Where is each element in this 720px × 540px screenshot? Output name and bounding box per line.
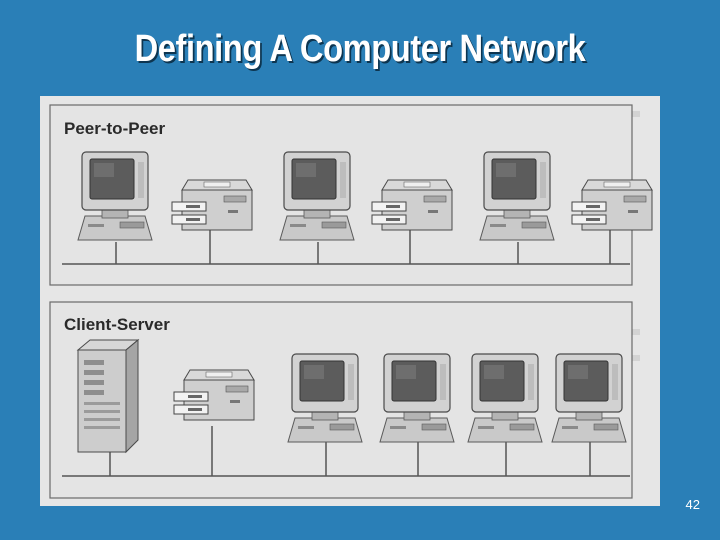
workstation-icon — [287, 353, 363, 443]
workstation-icon — [551, 353, 627, 443]
page-number: 42 — [685, 497, 700, 512]
workstation-icon — [479, 151, 555, 241]
printer-icon — [171, 179, 253, 231]
client-server-cable — [62, 426, 630, 477]
peer-to-peer-label: Peer-to-Peer — [64, 119, 165, 138]
printer-icon — [571, 179, 653, 231]
server-icon — [77, 339, 139, 453]
printer-icon — [371, 179, 453, 231]
workstation-icon — [77, 151, 153, 241]
workstation-icon — [279, 151, 355, 241]
slide-title: Defining A Computer Network — [134, 28, 586, 70]
printer-icon — [173, 369, 255, 421]
workstation-icon — [379, 353, 455, 443]
workstation-icon — [467, 353, 543, 443]
client-server-label: Client-Server — [64, 315, 170, 334]
network-diagram-figure: Peer-to-Peer Client-Server — [40, 96, 660, 506]
peer-to-peer-cable — [62, 226, 630, 265]
